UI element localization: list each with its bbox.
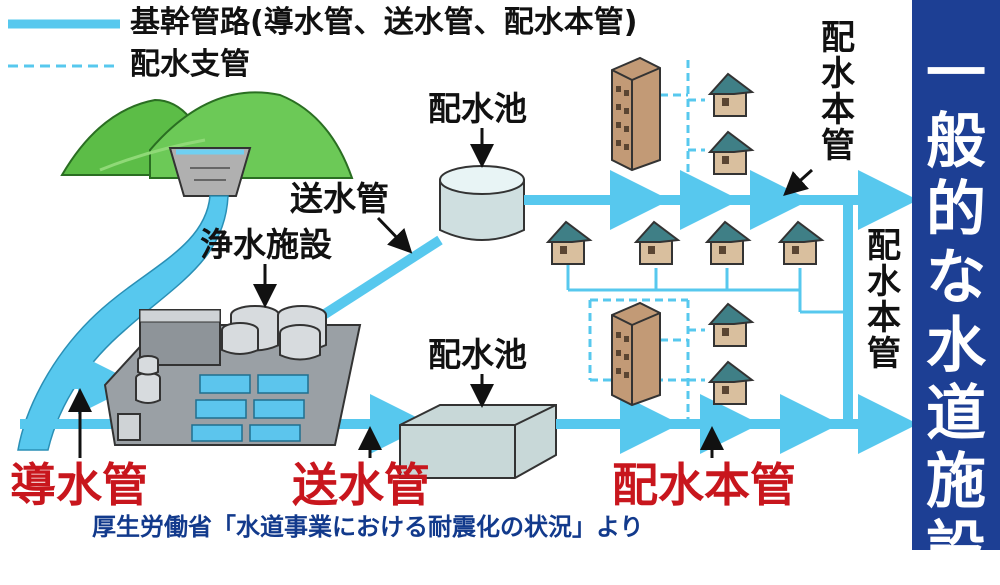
distribution-main-arrows <box>590 170 840 454</box>
house-icon <box>704 220 752 265</box>
label-distribution-main-bottom: 配水本管 <box>612 458 796 512</box>
legend-branch-label: 配水支管 <box>130 47 250 82</box>
title: 一般的な水道施設 <box>926 39 986 585</box>
label-transmission-pipe: 送水管 <box>290 179 389 218</box>
reservoir-lower-icon <box>399 404 557 479</box>
water-system-diagram <box>8 19 912 479</box>
apartment-building-icon <box>611 56 661 172</box>
house-icon <box>707 360 755 405</box>
label-purification-plant: 浄水施設 <box>200 225 332 264</box>
apartment-building-icon <box>611 301 661 407</box>
dam-icon <box>168 147 252 197</box>
house-icon <box>777 220 825 265</box>
legend-trunk-label: 基幹管路(導水管、送水管、配水本管) <box>130 5 638 40</box>
house-icon <box>545 220 593 265</box>
houses-group <box>545 72 825 405</box>
house-icon <box>707 130 755 175</box>
title-bar: 一般的な水道施設 <box>912 0 1000 584</box>
house-icon <box>707 302 755 347</box>
purification-plant-icon <box>103 305 362 446</box>
pointer-arrows <box>68 128 814 458</box>
distribution-branch-pipes <box>566 60 848 424</box>
source-credit: 厚生労働省「水道事業における耐震化の状況」より <box>92 513 644 541</box>
label-transmission-pipe-bottom: 送水管 <box>292 458 430 512</box>
label-reservoir-lower: 配水池 <box>428 335 527 374</box>
house-icon <box>633 220 681 265</box>
house-icon <box>707 72 755 117</box>
label-reservoir-upper: 配水池 <box>428 89 527 128</box>
label-distribution-main-top: 配水本管 <box>821 18 855 166</box>
label-conduit-pipe: 導水管 <box>10 458 148 512</box>
reservoir-upper-icon <box>439 165 525 241</box>
diagram-stage: 基幹管路(導水管、送水管、配水本管) 配水支管 配水池 配水池 送水管 浄水施設… <box>8 0 1000 584</box>
label-distribution-main-right: 配水本管 <box>867 226 901 374</box>
